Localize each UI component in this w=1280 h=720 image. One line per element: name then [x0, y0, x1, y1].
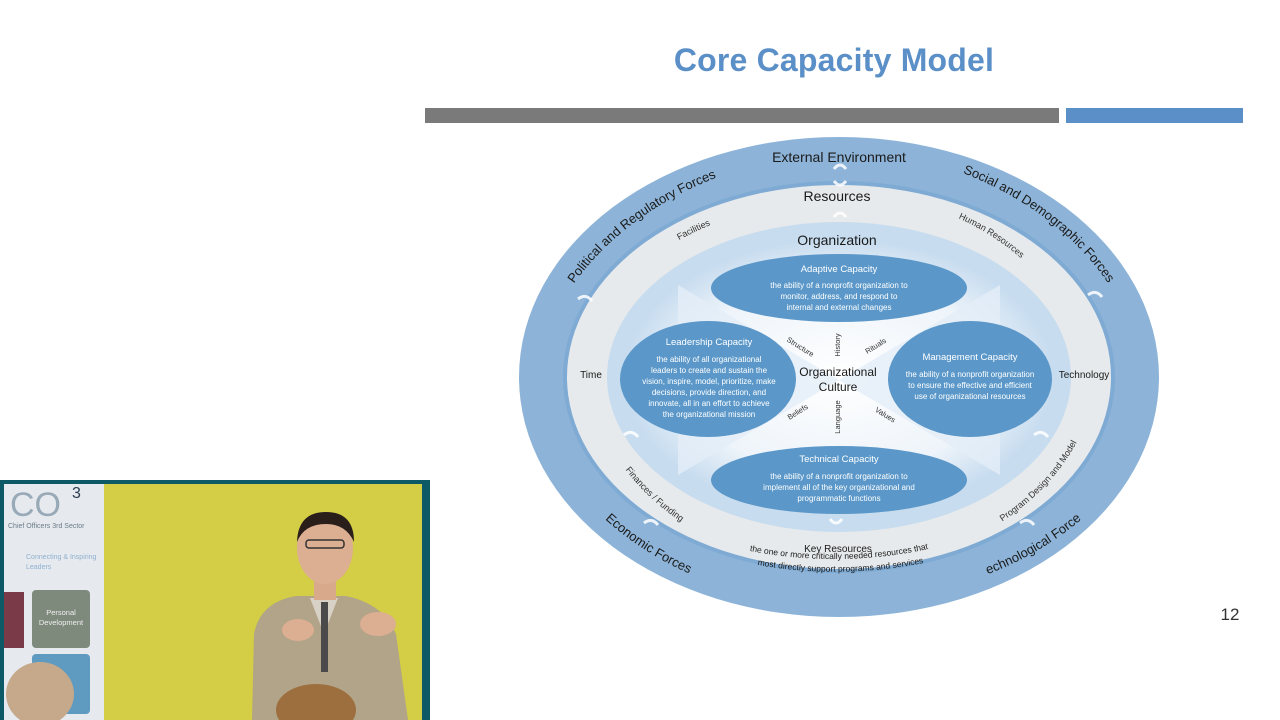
tile-label-1: Personal — [46, 608, 76, 617]
banner-logo-sup: 3 — [72, 485, 81, 502]
adaptive-capacity-line-3: internal and external changes — [787, 303, 892, 312]
banner-subtitle: Chief Officers 3rd Sector — [8, 523, 85, 530]
technical-capacity-line-3: programmatic functions — [797, 494, 880, 503]
technical-capacity-title: Technical Capacity — [799, 454, 878, 465]
organization-label: Organization — [797, 232, 876, 248]
presenter-tie — [321, 602, 328, 672]
core-capacity-diagram: External Environment Political and Regul… — [518, 135, 1159, 617]
presenter-hand-right — [360, 612, 396, 636]
banner-logo: CO — [10, 486, 61, 524]
banner-tile-personal — [32, 590, 90, 648]
cycle-arrow-icon — [832, 211, 848, 218]
culture-history-label: History — [833, 333, 842, 357]
audience-head-right — [276, 684, 356, 720]
technology-label: Technology — [1059, 370, 1110, 381]
adaptive-capacity-line-1: the ability of a nonprofit organization … — [770, 281, 908, 290]
management-capacity-line-3: use of organizational resources — [914, 392, 1025, 401]
banner-tile-left — [4, 592, 24, 648]
presenter-neck — [314, 578, 336, 600]
slide-title: Core Capacity Model — [673, 42, 995, 78]
presenter-glasses — [305, 539, 345, 549]
management-capacity-ellipse — [888, 321, 1052, 437]
leadership-capacity-line-4: decisions, provide direction, and — [652, 388, 766, 397]
cycle-arrow-icon — [643, 518, 660, 526]
technical-capacity-ellipse — [711, 446, 967, 514]
presenter-hand-left — [282, 619, 314, 641]
audience-head-left — [6, 662, 74, 720]
key-resources-label: Key Resources — [804, 544, 872, 555]
leadership-capacity-line-1: the ability of all organizational — [657, 355, 762, 364]
cycle-arrows — [577, 163, 1104, 526]
video-frame: CO 3 Chief Officers 3rd Sector Connectin… — [4, 484, 422, 720]
adaptive-capacity-ellipse — [711, 254, 967, 322]
technical-capacity-line-1: the ability of a nonprofit organization … — [770, 472, 908, 481]
adaptive-capacity-title: Adaptive Capacity — [801, 264, 878, 275]
page-number: 12 — [1220, 605, 1240, 624]
presenter-video[interactable]: CO 3 Chief Officers 3rd Sector Connectin… — [0, 480, 430, 720]
leadership-capacity-line-6: the organizational mission — [663, 410, 756, 419]
title-divider-blue — [1066, 108, 1243, 123]
resources-label: Resources — [804, 188, 871, 204]
cycle-arrow-icon — [577, 294, 594, 302]
cycle-arrow-icon — [832, 163, 848, 170]
time-label: Time — [580, 370, 602, 381]
organization-core — [624, 239, 1054, 515]
leadership-capacity-line-5: innovate, all in an effort to achieve — [648, 399, 770, 408]
cycle-arrow-icon — [623, 430, 640, 438]
cycle-arrow-icon — [1019, 518, 1036, 526]
cycle-arrow-icon — [1033, 430, 1050, 438]
tile-label-2: Development — [39, 618, 84, 627]
banner-tagline-2: Leaders — [26, 564, 52, 571]
leadership-capacity-ellipse — [620, 321, 796, 437]
leadership-capacity-line-3: vision, inspire, model, prioritize, make — [642, 377, 776, 386]
management-capacity-line-1: the ability of a nonprofit organization — [906, 370, 1035, 379]
presenter-hair — [297, 512, 354, 542]
adaptive-capacity-line-2: monitor, address, and respond to — [781, 292, 899, 301]
organizational-culture-line-2: Culture — [819, 380, 858, 394]
technical-capacity-line-2: implement all of the key organizational … — [763, 483, 915, 492]
management-capacity-title: Management Capacity — [922, 352, 1017, 363]
leadership-capacity-title: Leadership Capacity — [666, 337, 753, 348]
management-capacity-line-2: to ensure the effective and efficient — [908, 381, 1033, 390]
banner-tagline-1: Connecting & Inspiring — [26, 554, 97, 561]
cycle-arrow-icon — [1087, 290, 1104, 298]
organizational-culture-line-1: Organizational — [799, 365, 876, 379]
title-divider-gray — [425, 108, 1059, 123]
cycle-arrow-icon — [832, 180, 848, 187]
leadership-capacity-line-2: leaders to create and sustain the — [651, 366, 768, 375]
culture-language-label: Language — [833, 400, 842, 433]
cycle-arrow-icon — [828, 518, 844, 525]
external-environment-label: External Environment — [772, 149, 906, 165]
